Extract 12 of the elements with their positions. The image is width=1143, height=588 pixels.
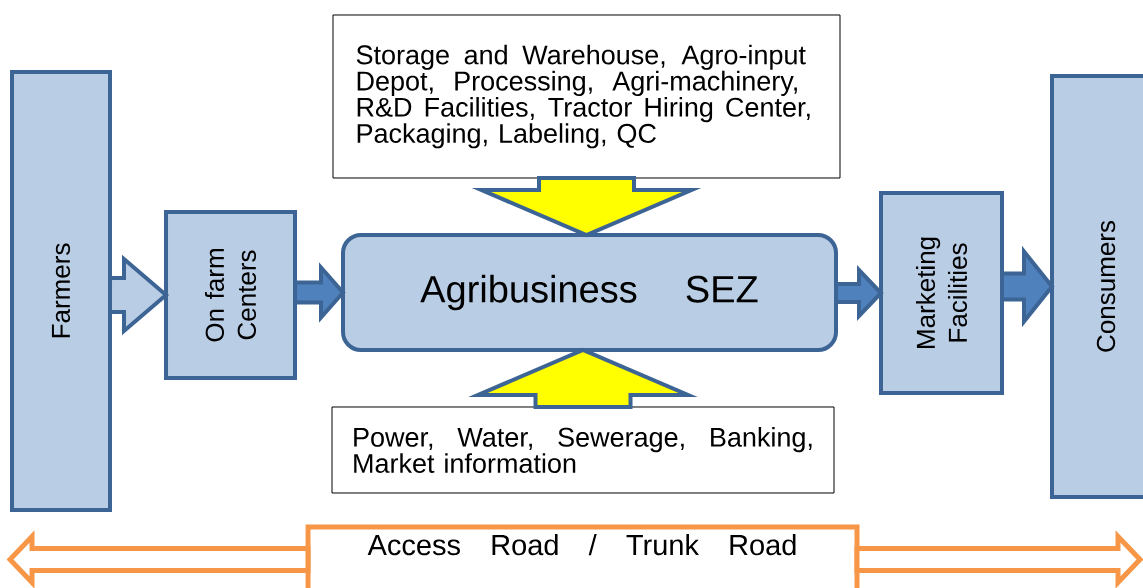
road-box: Access Road / Trunk Road (305, 524, 860, 588)
process-box: On farm Centers (164, 210, 297, 380)
block-arrow (468, 347, 698, 409)
process-box: Farmers (10, 70, 112, 512)
text-box: Power, Water, Sewerage, Banking, Market information (331, 406, 835, 494)
process-box: Marketing Facilities (879, 191, 1004, 395)
block-arrow (6, 530, 311, 588)
block-arrow (471, 176, 702, 238)
text-box: Storage and Warehouse, Agro-input Depot, Processing, Agri-machinery, R&D Facilities, Tractor Hiring Center, Packaging, Labeling, QC (332, 14, 841, 179)
block-arrow (854, 530, 1143, 588)
rounded-box: Agribusiness SEZ (341, 233, 838, 352)
process-box: Consumers (1050, 74, 1143, 499)
